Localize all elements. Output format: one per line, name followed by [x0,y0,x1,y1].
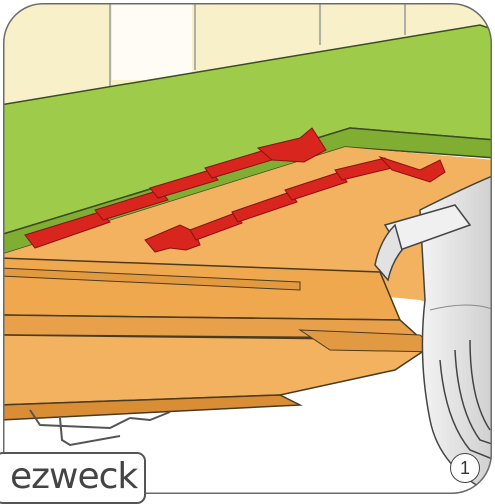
callout-number-badge: 1 [450,453,480,483]
brand-logo-text: ezweck [10,456,137,497]
brand-logo: ezweck [0,452,146,504]
